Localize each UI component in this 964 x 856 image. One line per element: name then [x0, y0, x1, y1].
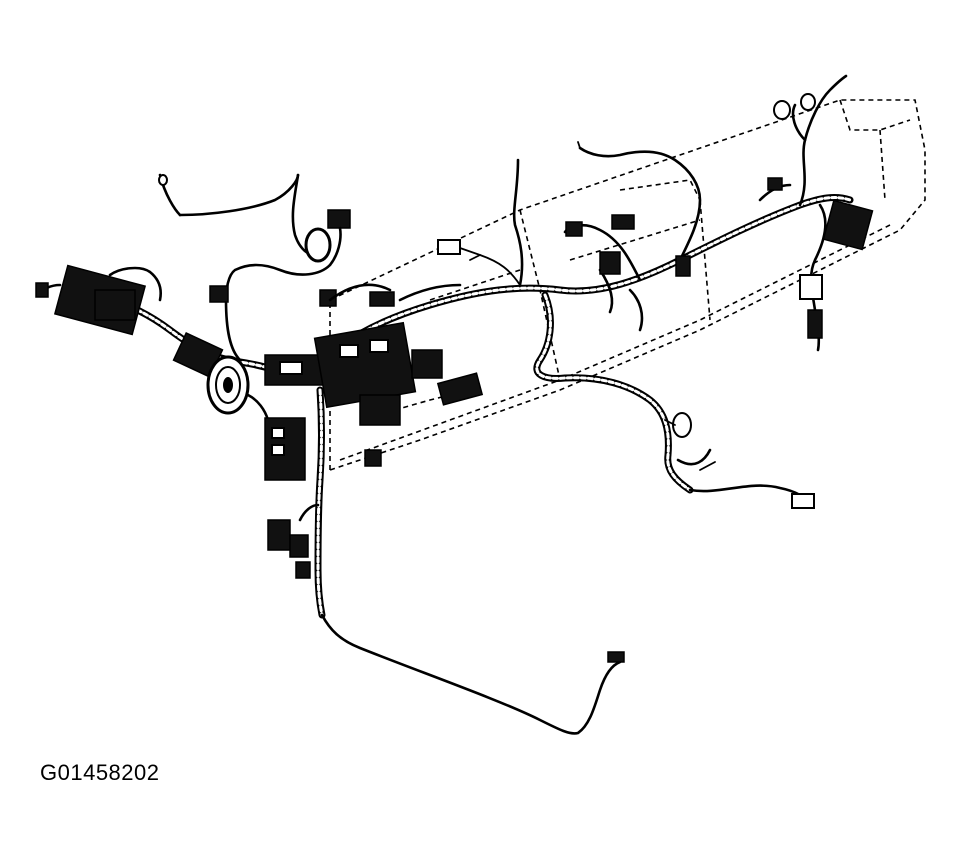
center-upper-branches [437, 141, 702, 332]
central-connector-cluster [264, 283, 484, 467]
figure-id-label: G01458202 [40, 760, 160, 785]
upper-left-branches [158, 173, 351, 362]
main-harness-trunk [296, 194, 854, 384]
driver-drop-harness [267, 386, 625, 735]
right-upper-branch [758, 74, 874, 352]
passenger-branch [533, 291, 815, 509]
